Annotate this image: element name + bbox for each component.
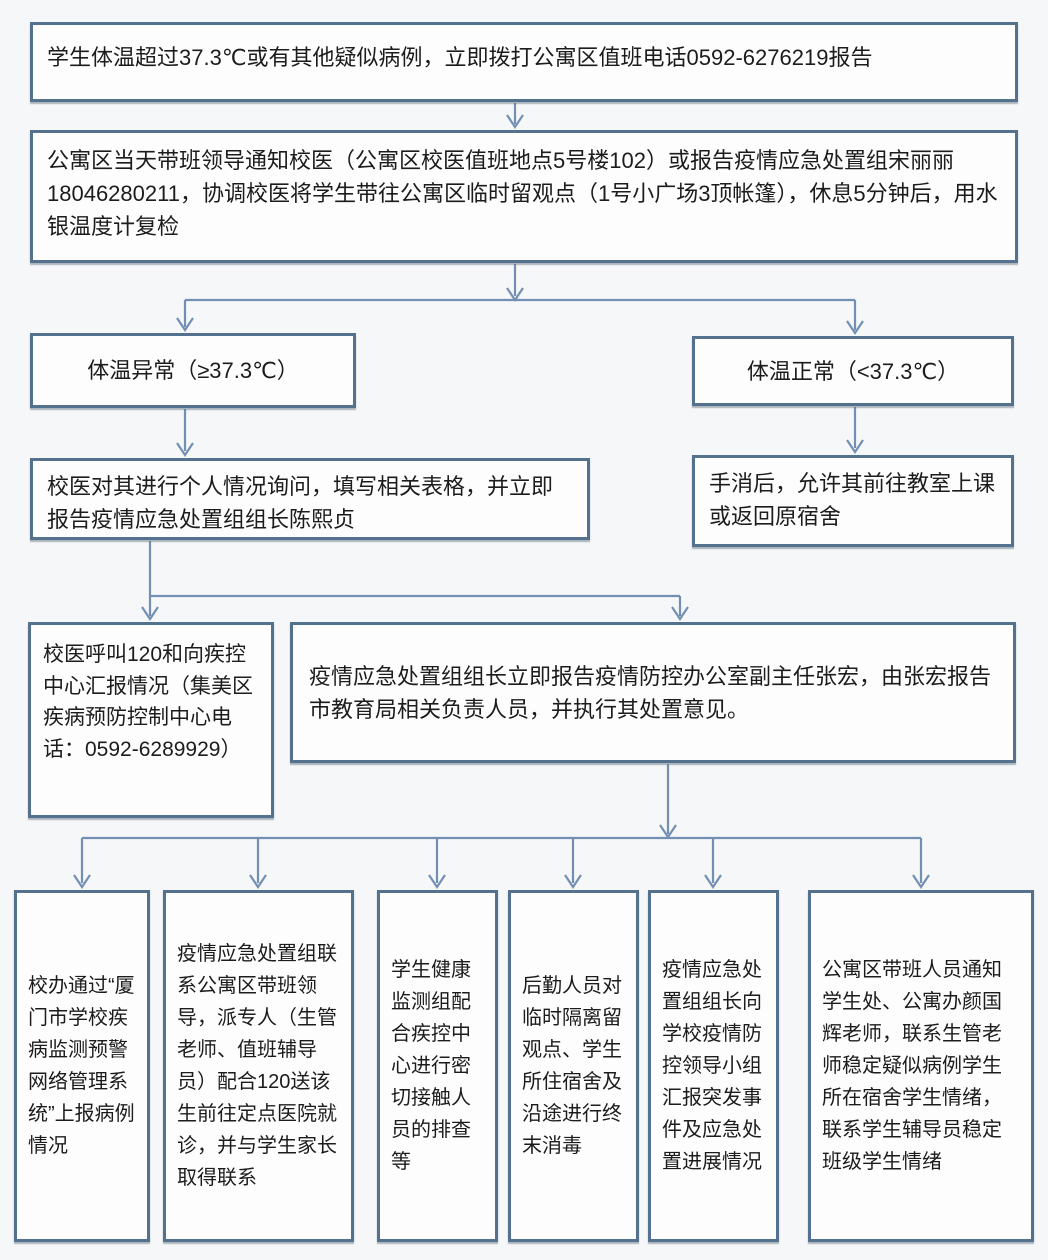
- node-parallel-contact-tracing: 学生健康监测组配合疾控中心进行密切接触人员的排查等: [377, 890, 498, 1242]
- arrow-head-icon: [671, 606, 689, 621]
- node-doctor-inquiry: 校医对其进行个人情况询问，填写相关表格，并立即报告疫情应急处置组组长陈熙贞: [30, 458, 590, 540]
- node-release-student: 手消后，允许其前往教室上课或返回原宿舍: [692, 455, 1014, 547]
- node-report-hotline: 学生体温超过37.3℃或有其他疑似病例，立即拨打公寓区值班电话0592-6276…: [30, 22, 1018, 102]
- node-parallel-escort-hospital: 疫情应急处置组联系公寓区带班领导，派专人（生管老师、值班辅导员）配合120送该生…: [163, 890, 354, 1242]
- split-notify-to-temperature: [176, 264, 864, 335]
- arrow-normal-to-release: [846, 407, 864, 454]
- arrow-head-icon: [249, 874, 267, 889]
- node-parallel-report-system: 校办通过“厦门市学校疾病监测预警网络管理系统”上报病例情况: [14, 890, 150, 1242]
- arrow-report-to-notify: [506, 103, 524, 129]
- arrow-head-icon: [428, 874, 446, 889]
- split-office-to-parallel: [73, 764, 930, 889]
- node-parallel-stabilize-students: 公寓区带班人员通知学生处、公寓办颜国辉老师，联系生管老师稳定疑似病例学生所在宿舍…: [808, 890, 1034, 1242]
- node-notify-school-doctor: 公寓区当天带班领导通知校医（公寓区校医值班地点5号楼102）或报告疫情应急处置组…: [30, 130, 1018, 263]
- node-parallel-disinfection: 后勤人员对临时隔离留观点、学生所住宿舍及沿途进行终末消毒: [508, 890, 639, 1242]
- arrow-head-icon: [564, 874, 582, 889]
- split-inquiry-to-actions: [141, 541, 689, 621]
- arrow-head-icon: [176, 442, 194, 457]
- arrow-head-icon: [141, 606, 159, 621]
- arrow-head-icon: [176, 317, 194, 332]
- arrow-head-icon: [506, 114, 524, 129]
- node-call-120: 校医呼叫120和向疾控中心汇报情况（集美区疾病预防控制中心电话：0592-628…: [28, 622, 274, 818]
- arrow-abnormal-to-inquiry: [176, 409, 194, 457]
- arrow-head-icon: [73, 874, 91, 889]
- node-parallel-report-progress: 疫情应急处置组组长向学校疫情防控领导小组汇报突发事件及应急处置进展情况: [648, 890, 779, 1242]
- arrow-head-icon: [912, 874, 930, 889]
- arrow-head-icon: [846, 439, 864, 454]
- arrow-head-icon: [846, 320, 864, 335]
- node-temp-normal: 体温正常（<37.3℃）: [692, 336, 1014, 406]
- node-report-office: 疫情应急处置组组长立即报告疫情防控办公室副主任张宏，由张宏报告市教育局相关负责人…: [290, 622, 1016, 763]
- node-temp-abnormal: 体温异常（≥37.3℃）: [30, 333, 356, 408]
- arrow-head-icon: [704, 874, 722, 889]
